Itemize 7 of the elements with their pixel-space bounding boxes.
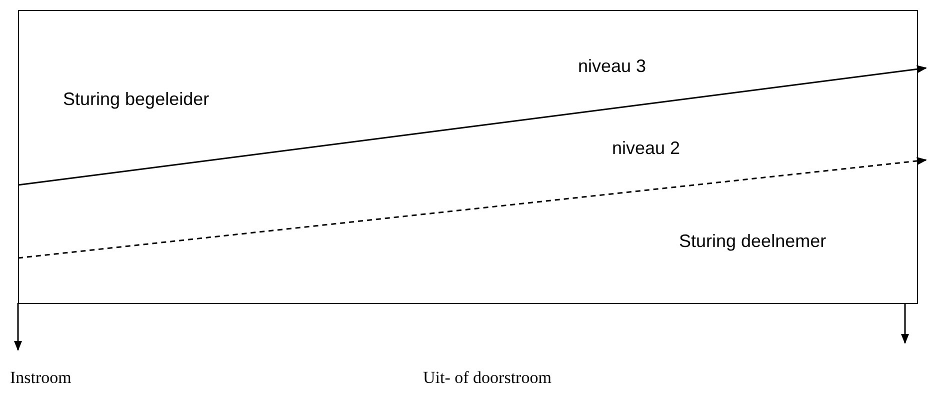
level-label: niveau 3 — [578, 56, 646, 77]
level-label: niveau 2 — [612, 138, 680, 159]
diagram-frame — [18, 10, 918, 304]
axis-label: Uit- of doorstroom — [423, 368, 552, 388]
region-label: Sturing deelnemer — [679, 231, 826, 252]
region-label: Sturing begeleider — [63, 89, 210, 110]
axis-label: Instroom — [10, 368, 72, 388]
